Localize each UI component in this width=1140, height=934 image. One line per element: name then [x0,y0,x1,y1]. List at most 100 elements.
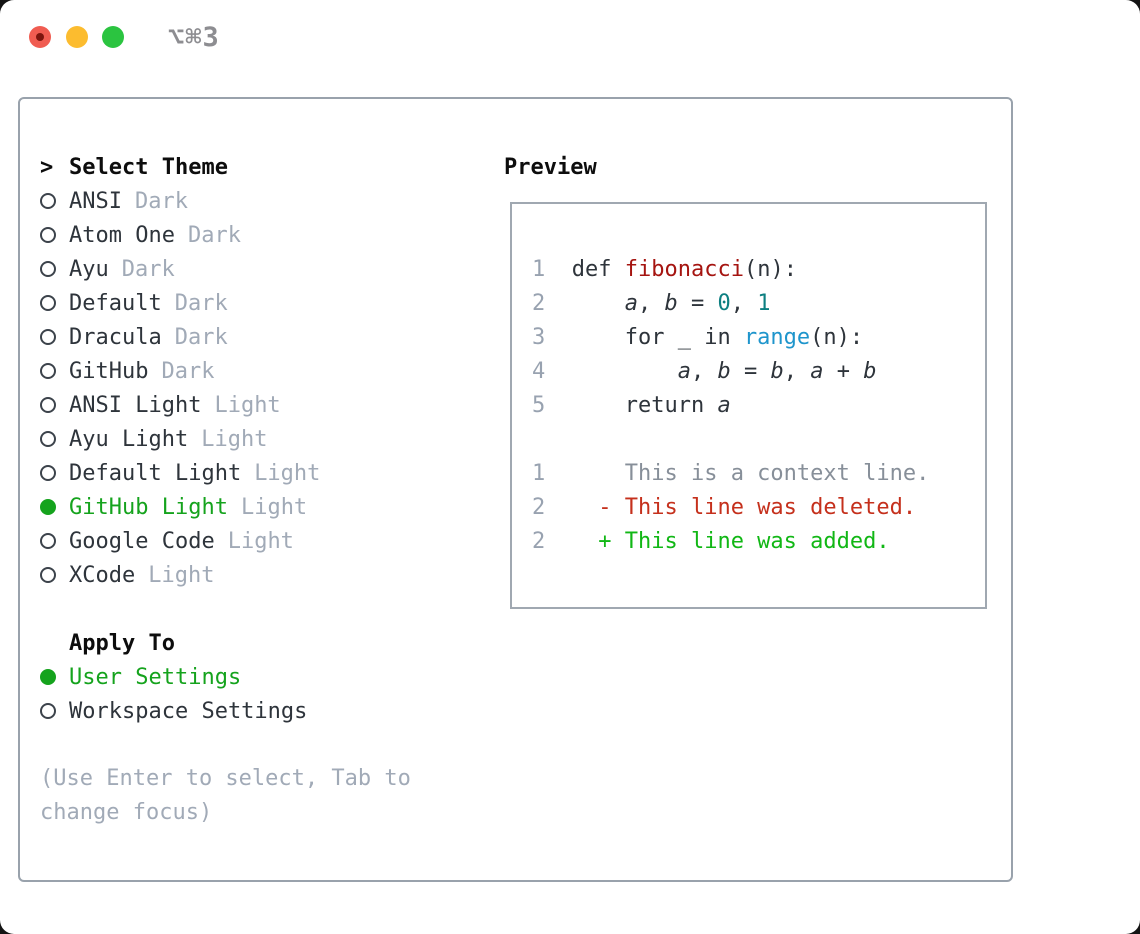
theme-variant-tag: Light [201,426,268,452]
radio-icon [40,533,56,549]
code-token-variable: a [717,392,731,418]
theme-variant-tag: Dark [134,188,188,214]
code-token-text: , [690,358,718,384]
code-token-number: 0 [717,290,731,316]
theme-name: XCode [69,562,136,588]
code-line: 4 a, b = b, a + b [532,354,975,388]
title-bar: ⌥⌘3 [0,0,1140,75]
theme-item-dracula[interactable]: Dracula Dark [40,320,480,354]
code-token-text: (n): [810,324,864,350]
theme-item-github-light[interactable]: GitHub Light Light [40,490,480,524]
radio-selected-icon [40,499,56,515]
code-token-builtin: range [743,324,811,350]
theme-item-default[interactable]: Default Dark [40,286,480,320]
line-number: 2 [532,290,572,316]
theme-variant-tag: Dark [121,256,175,282]
radio-selected-icon [40,669,56,685]
theme-name: Default [69,290,162,316]
code-token-text: + [823,358,864,384]
code-line: 5 return a [532,388,975,422]
code-token-text: for _ in [571,324,744,350]
theme-name: ANSI Light [69,392,202,418]
theme-item-xcode[interactable]: XCode Light [40,558,480,592]
apply-option-workspace-settings[interactable]: Workspace Settings [40,694,480,728]
diff-preview: 1 This is a context line.2 - This line w… [532,456,975,558]
close-button-icon[interactable] [29,26,51,48]
theme-item-ayu[interactable]: Ayu Dark [40,252,480,286]
code-line: 2 a, b = 0, 1 [532,286,975,320]
code-token-text [572,359,678,384]
diff-marker: - [598,494,625,520]
zoom-button-icon[interactable] [102,26,124,48]
radio-icon [40,295,56,311]
code-line: 1 def fibonacci(n): [532,252,975,286]
radio-icon [40,703,56,719]
apply-option-label: User Settings [69,664,242,690]
code-token-text [572,291,625,316]
theme-item-default-light[interactable]: Default Light Light [40,456,480,490]
code-token-variable: a [810,358,824,384]
radio-icon [40,397,56,413]
line-number: 5 [532,392,572,418]
theme-name: Default Light [69,460,242,486]
code-line: 3 for _ in range(n): [532,320,975,354]
apply-to-title: Apply To [69,630,175,656]
radio-icon [40,431,56,447]
theme-variant-tag: Light [148,562,215,588]
code-token-text: def [571,256,625,282]
code-token-text: , [730,290,758,316]
radio-icon [40,193,56,209]
select-theme-title: Select Theme [69,154,228,180]
theme-name: Atom One [69,222,175,248]
code-token-variable: a [677,358,691,384]
apply-option-user-settings[interactable]: User Settings [40,660,480,694]
code-token-number: 1 [757,290,771,316]
theme-variant-tag: Light [240,494,308,520]
spacer [40,592,480,626]
code-token-text: (n): [743,256,797,282]
theme-name: Google Code [69,528,215,554]
preview-title: Preview [504,154,597,180]
radio-icon [40,465,56,481]
code-token-variable: a [624,290,638,316]
theme-name: Dracula [69,324,162,350]
window-title: ⌥⌘3 [168,22,220,53]
diff-text: This is a context line. [624,460,930,486]
diff-text: This line was deleted. [624,494,917,520]
theme-variant-tag: Dark [174,324,228,350]
code-token-variable: b [717,358,731,384]
theme-variant-tag: Dark [161,358,215,384]
select-theme-header: > Select Theme [40,150,480,184]
code-token-text: return [571,392,718,418]
radio-icon [40,329,56,345]
code-token-variable: b [863,358,877,384]
diff-marker: + [598,528,625,554]
theme-name: ANSI [69,188,122,214]
theme-name: GitHub Light [69,494,228,520]
theme-item-ansi[interactable]: ANSI Dark [40,184,480,218]
theme-name: Ayu [69,256,109,282]
code-token-text: , [637,290,665,316]
line-number: 1 [532,460,599,486]
diff-text: This line was added. [624,528,890,554]
line-number: 1 [532,256,572,282]
diff-marker [598,461,625,486]
line-number: 4 [532,358,572,384]
theme-variant-tag: Dark [174,290,228,316]
help-text: (Use Enter to select, Tab to change focu… [40,766,411,825]
code-token-variable: b [664,290,678,316]
minimize-button-icon[interactable] [66,26,88,48]
theme-variant-tag: Light [254,460,321,486]
